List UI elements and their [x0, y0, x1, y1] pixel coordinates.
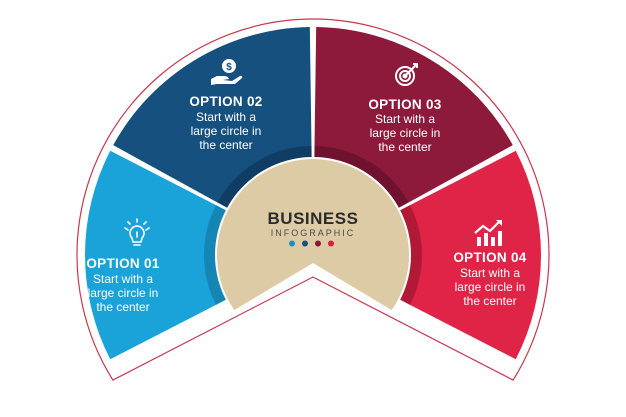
option-04-segment [409, 150, 541, 360]
hand-coin-icon: $ [211, 59, 243, 85]
option-03-desc-line3: the center [378, 140, 431, 154]
option-02-desc-line1: Start with a [196, 110, 256, 124]
option-01-segment [85, 150, 217, 360]
option-01-desc-line2: large circle in [88, 286, 159, 300]
option-01-inner-band [204, 205, 226, 305]
option-01-desc-line1: Start with a [93, 272, 153, 286]
option-02-inner-band [217, 146, 312, 208]
svg-text:$: $ [226, 62, 232, 73]
option-04-desc-line1: Start with a [460, 266, 520, 280]
growth-chart-icon [474, 220, 502, 246]
center-dot [328, 240, 334, 247]
option-04-inner-band [400, 205, 422, 305]
option-03-desc-line2: large circle in [370, 126, 441, 140]
option-03-title: OPTION 03 [368, 97, 441, 112]
outer-outline [76, 18, 550, 381]
option-01-desc-line3: the center [96, 300, 149, 314]
option-04-block: OPTION 04 Start with a large circle in t… [453, 220, 526, 308]
center-title: BUSINESS [268, 209, 359, 228]
center-circle [217, 159, 410, 311]
option-01-title: OPTION 01 [86, 256, 159, 271]
option-02-desc-line3: the center [199, 138, 252, 152]
option-03-block: OPTION 03 Start with a large circle in t… [368, 63, 441, 154]
center-dot [302, 240, 308, 247]
option-02-block: $ OPTION 02 Start with a large circle in… [189, 59, 262, 152]
option-02-title: OPTION 02 [189, 94, 262, 109]
option-03-desc-line1: Start with a [375, 112, 435, 126]
option-04-desc-line3: the center [463, 294, 516, 308]
center-dot [289, 240, 295, 247]
center-subtitle: INFOGRAPHIC [271, 228, 356, 238]
center-dot [315, 240, 321, 247]
option-03-inner-band [314, 146, 409, 208]
center-dots [289, 240, 334, 247]
option-02-desc-line2: large circle in [191, 124, 262, 138]
option-04-desc-line2: large circle in [455, 280, 526, 294]
option-04-title: OPTION 04 [453, 250, 526, 265]
lightbulb-icon [124, 218, 150, 246]
option-01-block: OPTION 01 Start with a large circle in t… [86, 218, 159, 314]
target-icon [395, 63, 418, 86]
